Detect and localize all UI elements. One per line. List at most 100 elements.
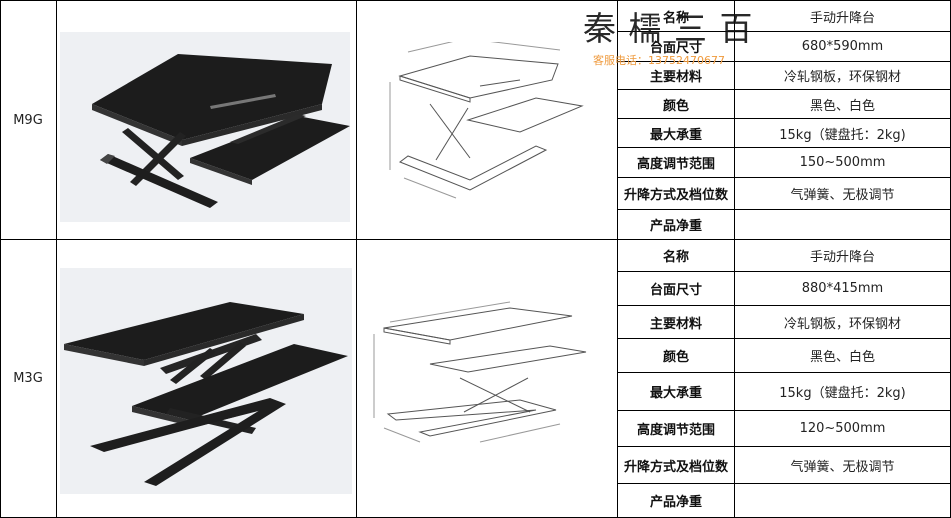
spec-value: 手动升降台 — [809, 250, 875, 265]
m3g-desk-photo — [64, 302, 348, 486]
spec-value — [735, 484, 950, 517]
row-divider — [617, 410, 951, 411]
model-name: M9G — [13, 112, 43, 128]
spec-value: 15kg（键盘托：2kg) — [779, 127, 906, 143]
spec-value: 手动升降台 — [809, 10, 875, 26]
desk-top-edge — [92, 104, 182, 146]
spec-value: 冷轧钢板，环保钢材 — [783, 316, 901, 332]
spec-label: 名称 — [662, 250, 689, 265]
spec-value: 冷轧钢板，环保钢材 — [783, 70, 901, 85]
spec-value: 15kg（键盘托：2kg) — [779, 386, 906, 401]
spec-label: 名称 — [662, 10, 689, 26]
row-divider — [617, 271, 951, 272]
row-divider — [617, 118, 951, 119]
dimension-line — [383, 427, 421, 443]
spec-value: 黑色、白色 — [809, 350, 875, 365]
drawing-lift-arm — [463, 377, 529, 413]
drawing-base — [398, 145, 548, 191]
dimension-line — [403, 177, 457, 199]
spec-label: 颜色 — [662, 350, 689, 365]
drawing-keyboard-tray — [429, 345, 587, 373]
lift-arm — [170, 348, 216, 384]
spec-value: 120~500mm — [799, 421, 886, 436]
spec-value: 气弹簧、无极调节 — [790, 459, 895, 475]
lift-arm — [200, 342, 246, 380]
tray-bracket — [230, 114, 306, 144]
row-divider — [617, 177, 951, 178]
desk-top-edge — [144, 314, 304, 366]
dimension-line — [479, 423, 561, 443]
desk-top — [92, 54, 332, 140]
column-divider — [56, 0, 57, 518]
model-name: M3G — [13, 371, 43, 386]
column-divider — [617, 0, 618, 518]
spec-label: 高度调节范围 — [636, 423, 715, 438]
row-divider — [617, 89, 951, 90]
dimension-drawing — [360, 292, 610, 452]
spec-label: 主要材料 — [649, 70, 702, 85]
base-frame — [100, 154, 115, 164]
drawing-desk-edge — [399, 75, 471, 103]
lift-arm — [122, 128, 184, 180]
row-divider — [617, 483, 951, 484]
spec-label: 台面尺寸 — [649, 41, 702, 56]
product-photo — [60, 32, 350, 222]
row-divider — [617, 372, 951, 373]
spec-value: 150~500mm — [799, 155, 886, 170]
spec-label: 最大承重 — [649, 127, 702, 143]
dimension-line — [477, 39, 561, 51]
spec-label: 主要材料 — [649, 316, 702, 332]
drawing-slot — [479, 79, 521, 87]
column-divider — [734, 0, 735, 518]
device-slot — [210, 94, 276, 109]
spec-label: 升降方式及档位数 — [623, 459, 728, 475]
drawing-lift-arm — [435, 107, 469, 161]
spec-label: 产品净重 — [649, 219, 702, 234]
spec-value — [735, 210, 950, 239]
keyboard-tray — [132, 344, 348, 420]
spec-value: 黑色、白色 — [809, 98, 875, 114]
product-divider — [0, 239, 951, 240]
table-border-top — [0, 0, 951, 1]
drawing-lift-arm — [429, 103, 471, 159]
keyboard-tray — [190, 116, 350, 180]
desk-top-edge — [182, 104, 322, 146]
m9g-line-drawing — [389, 37, 584, 199]
spec-label: 台面尺寸 — [649, 283, 702, 298]
spec-label: 产品净重 — [649, 495, 702, 510]
drawing-desk-edge — [383, 327, 451, 345]
desk-top — [64, 302, 304, 360]
base-frame — [90, 398, 286, 486]
drawing-desk-top — [383, 307, 573, 341]
desk-top-edge — [64, 344, 144, 366]
keyboard-tray-edge — [190, 158, 252, 185]
row-divider — [617, 61, 951, 62]
spec-value: 880*415mm — [801, 281, 884, 296]
spec-value: 气弹簧、无极调节 — [790, 188, 895, 203]
keyboard-tray-edge — [132, 406, 190, 426]
dimension-line — [407, 37, 469, 53]
m9g-desk-photo — [92, 54, 350, 208]
table-border-left — [0, 0, 1, 518]
drawing-desk-top — [398, 55, 559, 99]
drawing-base — [386, 399, 557, 437]
row-divider — [617, 31, 951, 32]
spec-label: 颜色 — [662, 98, 689, 114]
spec-label: 最大承重 — [649, 386, 702, 401]
row-divider — [617, 338, 951, 339]
drawing-keyboard-tray — [466, 97, 584, 133]
column-divider — [356, 0, 357, 518]
base-frame — [100, 154, 218, 208]
m3g-line-drawing — [373, 301, 587, 443]
dimension-line — [389, 301, 511, 323]
row-divider — [617, 305, 951, 306]
dimension-drawing — [360, 37, 610, 202]
row-divider — [617, 446, 951, 447]
row-divider — [617, 209, 951, 210]
product-photo — [60, 268, 352, 494]
spec-label: 升降方式及档位数 — [623, 188, 728, 203]
row-divider — [617, 147, 951, 148]
spec-value: 680*590mm — [801, 39, 884, 54]
spec-label: 高度调节范围 — [636, 157, 715, 172]
